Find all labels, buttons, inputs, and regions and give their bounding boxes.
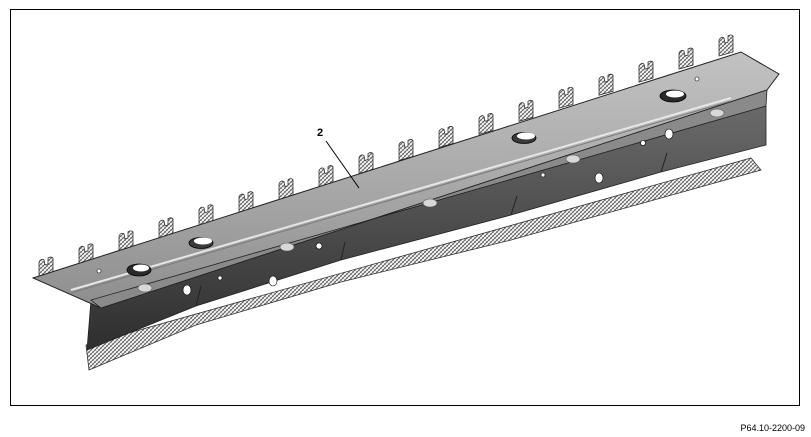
comb-tab [638, 60, 654, 83]
lower-flange-hatched [85, 157, 762, 371]
comb-tab [318, 165, 334, 188]
rail-illustration: 2 [31, 34, 780, 371]
rail-top-face [31, 51, 780, 309]
comb-tab [238, 191, 254, 214]
large-holes [126, 89, 687, 277]
bead-line [70, 97, 732, 291]
comb-tab [358, 152, 374, 175]
comb-tab [118, 230, 134, 253]
illustration-frame: 2 [10, 9, 800, 406]
comb-tab [478, 112, 494, 135]
comb-tab [678, 47, 694, 70]
comb-tab [598, 73, 614, 96]
comb-tab [518, 99, 534, 122]
comb-tab [398, 139, 414, 162]
comb-tab [278, 178, 294, 201]
callout-number: 2 [317, 127, 323, 139]
comb-tab [438, 126, 454, 148]
comb-tab [558, 86, 574, 109]
comb-tab [198, 204, 214, 227]
reference-code: P64.10-2200-09 [740, 423, 805, 433]
comb-tab [158, 217, 174, 240]
comb-tab [718, 34, 734, 57]
bead-bumps [137, 108, 725, 293]
callout-leader [325, 140, 360, 189]
small-holes [96, 76, 700, 296]
